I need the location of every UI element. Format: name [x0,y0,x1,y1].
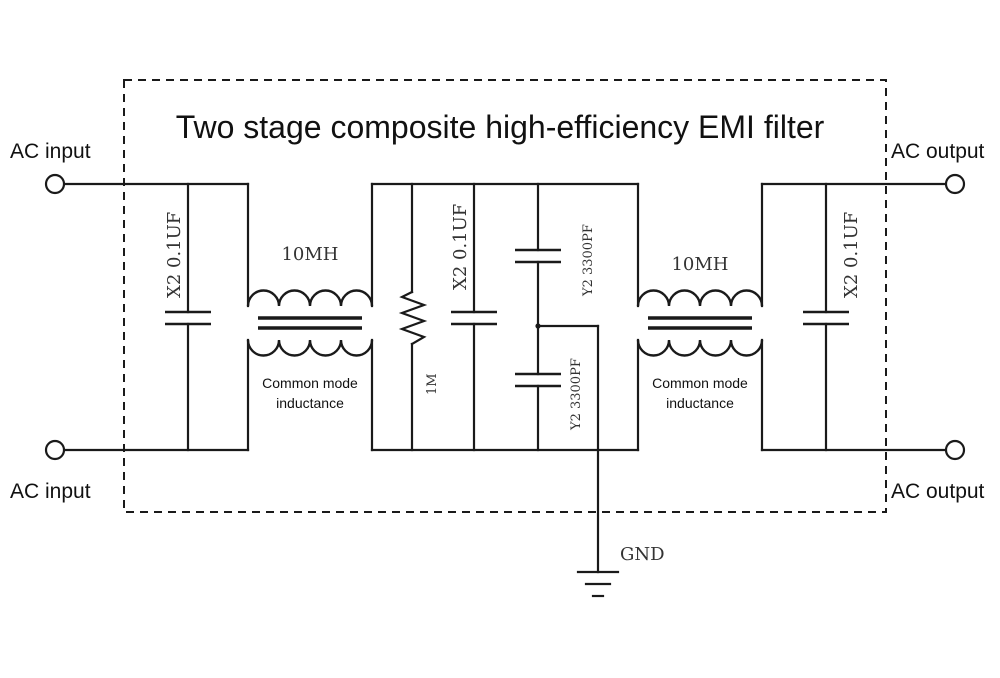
ac-output-bottom-label: AC output [891,480,985,503]
resistor-label: 1M [425,373,440,395]
filter-enclosure [123,79,887,513]
ac-input-top-label: AC input [10,140,91,163]
inductor-right-label-line1: Common mode [652,375,748,391]
ac-output-bottom-terminal [944,439,966,461]
y2-capacitor-top: Y2 3300PF [515,224,596,297]
inductor-right-label-line2: inductance [666,395,734,411]
x2-capacitor-middle: X2 0.1UF [450,204,497,326]
ac-input-bottom-label: AC input [10,480,91,503]
wiring [62,182,948,574]
inductor-right-value: 10MH [671,254,728,275]
resistor-1m: 1M [398,290,440,395]
ac-input-top-terminal [44,173,66,195]
ground-label: GND [620,544,665,565]
common-mode-inductor-right: 10MH Common mode inductance [636,254,764,411]
ac-output-top-label: AC output [891,140,985,163]
inductor-left-label-line1: Common mode [262,375,358,391]
inductor-left-label-line2: inductance [276,395,344,411]
y2-capacitor-bottom: Y2 3300PF [515,358,584,431]
x2-capacitor-right: X2 0.1UF [803,212,862,326]
y2-capacitor-top-label: Y2 3300PF [581,224,596,297]
ac-output-top-terminal [944,173,966,195]
x2-capacitor-middle-label: X2 0.1UF [450,204,471,290]
ac-input-bottom-terminal [44,439,66,461]
diagram-title: Two stage composite high-efficiency EMI … [176,109,825,145]
inductor-left-value: 10MH [281,244,338,265]
y2-capacitor-bottom-label: Y2 3300PF [569,358,584,431]
common-mode-inductor-left: 10MH Common mode inductance [246,244,374,411]
x2-capacitor-right-label: X2 0.1UF [841,212,862,298]
ground-symbol: GND [576,544,665,598]
x2-capacitor-left-label: X2 0.1UF [164,212,185,298]
x2-capacitor-left: X2 0.1UF [164,212,211,326]
